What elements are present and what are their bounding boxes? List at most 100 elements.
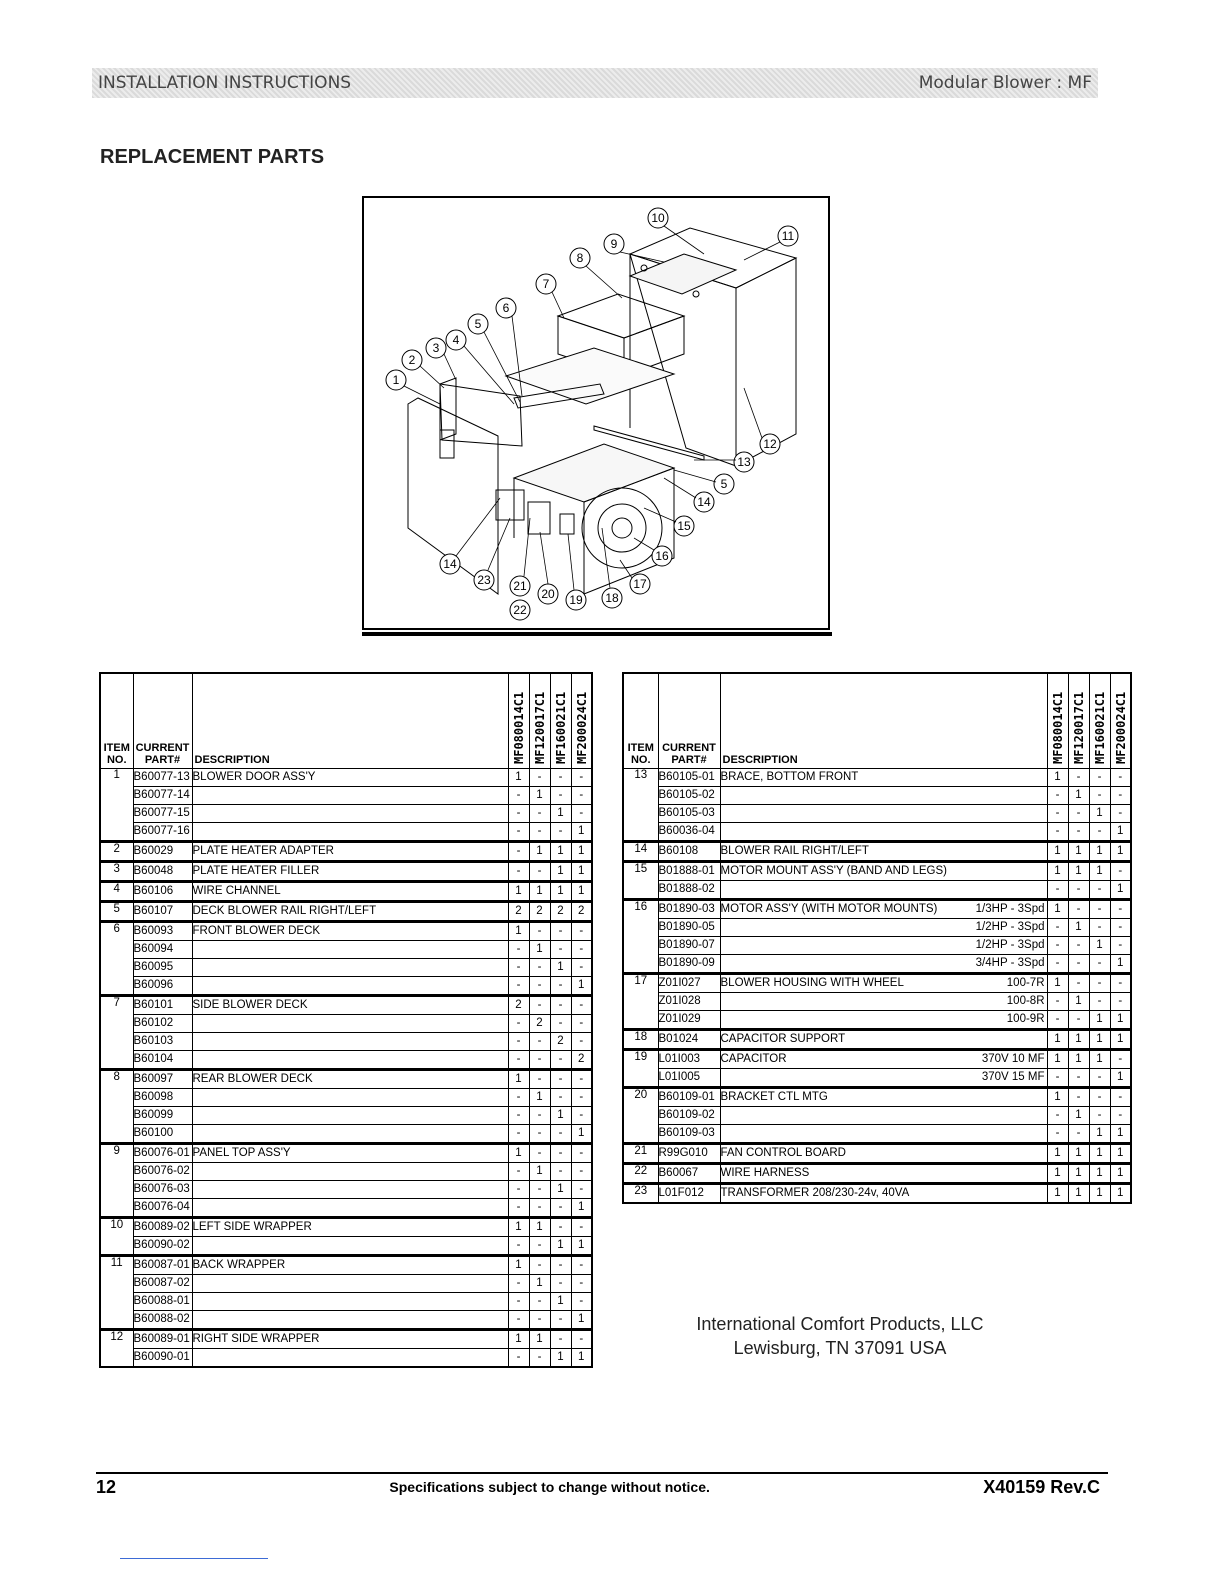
part-description — [719, 822, 1048, 842]
quantity-cell: 1 — [549, 1106, 572, 1125]
part-number: B60077-14 — [132, 786, 193, 805]
quantity-cell: 1 — [1067, 860, 1090, 881]
quantity-cell: - — [570, 1292, 593, 1311]
part-number: B01890-05 — [657, 918, 721, 937]
part-number: Z01I028 — [657, 992, 721, 1011]
part-description — [191, 1274, 509, 1293]
quantity-cell: - — [528, 1032, 551, 1051]
quantity-cell: - — [1109, 1106, 1132, 1125]
table-row: B60077-15--1- — [100, 804, 593, 823]
part-description — [191, 786, 509, 805]
part-description — [191, 822, 509, 842]
document-revision: X40159 Rev.C — [983, 1476, 1100, 1497]
quantity-cell: 1 — [1067, 992, 1090, 1011]
quantity-cell: - — [1067, 768, 1090, 787]
part-number: L01F012 — [657, 1182, 721, 1204]
part-description: CAPACITOR SUPPORT — [719, 1028, 1048, 1050]
quantity-cell: - — [1088, 972, 1111, 993]
part-description: 1/2HP - 3Spd — [719, 936, 1048, 955]
quantity-cell: - — [528, 804, 551, 823]
quantity-cell: - — [507, 1032, 530, 1051]
page-header: INSTALLATION INSTRUCTIONS Modular Blower… — [92, 68, 1098, 98]
quantity-cell: 1 — [528, 1162, 551, 1181]
quantity-cell: - — [1067, 972, 1090, 993]
page-footer: 12 Specifications subject to change with… — [96, 1476, 1100, 1498]
quantity-cell: 1 — [1088, 860, 1111, 881]
callout-14b: 14 — [443, 557, 457, 571]
part-description — [191, 1124, 509, 1144]
quantity-cell: 1 — [1109, 880, 1132, 900]
quantity-cell: 1 — [528, 840, 551, 862]
quantity-cell: - — [507, 822, 530, 842]
part-description — [191, 976, 509, 996]
quantity-cell: 1 — [549, 860, 572, 882]
item-number: 17 — [622, 972, 659, 1030]
quantity-cell: - — [549, 1198, 572, 1218]
quantity-cell: - — [528, 1142, 551, 1163]
part-spec: 370V 15 MF — [981, 1071, 1045, 1083]
quantity-cell: 1 — [528, 1328, 551, 1349]
table-row: B60103--2- — [100, 1032, 593, 1051]
exploded-view-figure: 1 2 3 4 5 6 7 8 9 10 11 12 13 5 14 15 16… — [362, 196, 830, 630]
quantity-cell: 1 — [1088, 1124, 1111, 1144]
quantity-cell: - — [570, 1254, 593, 1275]
part-number: B01888-01 — [657, 860, 721, 881]
quantity-cell: - — [507, 840, 530, 862]
part-number: B60097 — [132, 1068, 193, 1089]
quantity-cell: - — [570, 1274, 593, 1293]
quantity-cell: - — [1109, 768, 1132, 787]
quantity-cell: - — [570, 1216, 593, 1237]
part-number: B60098 — [132, 1088, 193, 1107]
quantity-cell: 1 — [549, 840, 572, 862]
quantity-cell: 1 — [1088, 1142, 1111, 1164]
part-number: B01890-03 — [657, 898, 721, 919]
quantity-cell: - — [1109, 804, 1132, 823]
quantity-cell: - — [507, 1236, 530, 1256]
part-spec: 1/2HP - 3Spd — [975, 921, 1045, 933]
quantity-cell: - — [528, 1198, 551, 1218]
part-description — [191, 1162, 509, 1181]
callout-12: 12 — [763, 437, 777, 451]
quantity-cell: - — [528, 1292, 551, 1311]
quantity-cell: 1 — [570, 1198, 593, 1218]
part-description: PANEL TOP ASS'Y — [191, 1142, 509, 1163]
part-number: B60105-03 — [657, 804, 721, 823]
quantity-cell: - — [528, 822, 551, 842]
quantity-cell: - — [1046, 918, 1069, 937]
description-text: BLOWER RAIL RIGHT/LEFT — [720, 845, 869, 857]
table-row: B60109-02-1-- — [623, 1106, 1132, 1125]
part-number: B60109-01 — [657, 1086, 721, 1107]
item-number: 18 — [622, 1028, 659, 1050]
part-number: B60107 — [132, 900, 193, 922]
quantity-cell: - — [570, 1162, 593, 1181]
quantity-cell: - — [1109, 918, 1132, 937]
quantity-cell: - — [507, 804, 530, 823]
quantity-cell: - — [570, 804, 593, 823]
quantity-cell: 1 — [528, 1088, 551, 1107]
quantity-cell: - — [570, 994, 593, 1015]
description-text: PLATE HEATER FILLER — [192, 865, 320, 877]
part-description: BRACE, BOTTOM FRONT — [719, 768, 1048, 787]
callout-2: 2 — [409, 353, 416, 367]
part-description — [191, 1198, 509, 1218]
part-description — [191, 1014, 509, 1033]
part-number: B01890-09 — [657, 954, 721, 974]
part-number: B60090-02 — [132, 1236, 193, 1256]
quantity-cell: - — [1046, 954, 1069, 974]
quantity-cell: - — [1046, 1010, 1069, 1030]
part-description — [191, 958, 509, 977]
item-number: 13 — [622, 768, 659, 842]
quantity-cell: - — [570, 1032, 593, 1051]
table-row: B60100---1 — [100, 1124, 593, 1144]
